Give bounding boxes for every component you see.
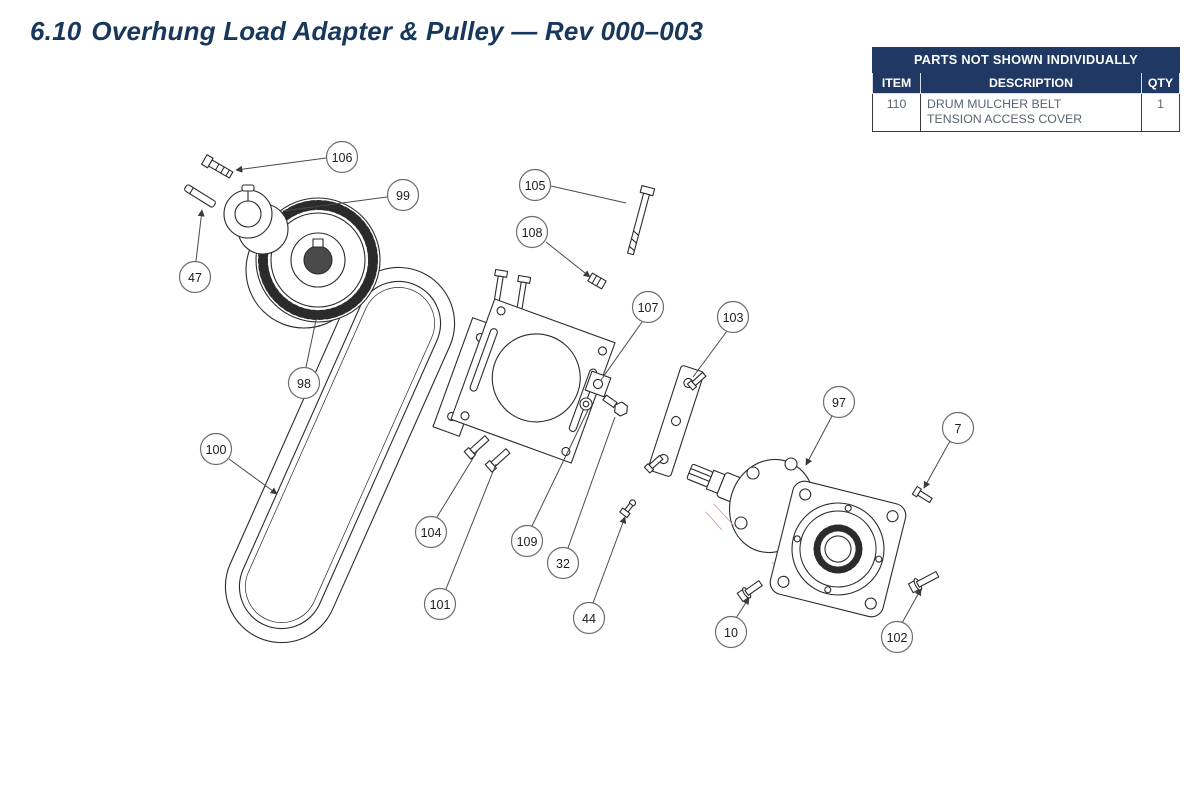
leader-32 — [567, 416, 616, 549]
bolt-105 — [627, 184, 656, 256]
page-title: 6.10 Overhung Load Adapter & Pulley — Rev… — [30, 16, 703, 47]
callout-106: 106 — [325, 140, 359, 174]
gearbox-97 — [686, 457, 907, 618]
washer-109 — [579, 397, 593, 411]
bolt-104 — [463, 435, 490, 460]
section-number: 6.10 — [30, 16, 82, 46]
svg-text:100: 100 — [206, 443, 227, 457]
leader-105 — [550, 185, 627, 204]
grease-fitting-44 — [619, 499, 637, 519]
callout-103: 103 — [716, 300, 750, 334]
svg-text:107: 107 — [638, 301, 659, 315]
bolt-32 — [602, 394, 628, 417]
leader-47 — [195, 209, 205, 262]
leader-106 — [235, 157, 327, 173]
svg-text:44: 44 — [582, 612, 596, 626]
leader-107 — [600, 321, 643, 381]
leader-44 — [592, 516, 627, 604]
table-row: 110 DRUM MULCHER BELT TENSION ACCESS COV… — [872, 93, 1180, 132]
svg-text:10: 10 — [724, 626, 738, 640]
callout-10: 10 — [714, 615, 748, 649]
leader-98 — [305, 319, 317, 368]
callout-104: 104 — [414, 515, 448, 549]
callout-32: 32 — [546, 546, 580, 580]
callout-97: 97 — [822, 385, 856, 419]
svg-text:104: 104 — [421, 526, 442, 540]
callout-109: 109 — [510, 524, 544, 558]
leader-99 — [282, 196, 388, 212]
svg-text:102: 102 — [887, 631, 908, 645]
callout-44: 44 — [572, 601, 606, 635]
description-text: DRUM MULCHER BELT TENSION ACCESS COVER — [927, 97, 1083, 127]
spacer-108 — [587, 272, 607, 290]
callout-100: 100 — [199, 432, 233, 466]
parts-not-shown-table: PARTS NOT SHOWN INDIVIDUALLY ITEM DESCRI… — [872, 47, 1180, 132]
nut-block-107 — [584, 370, 612, 398]
callout-101: 101 — [423, 587, 457, 621]
svg-text:109: 109 — [517, 535, 538, 549]
leader-100 — [228, 458, 278, 495]
leader-7 — [923, 440, 951, 489]
svg-text:106: 106 — [332, 151, 353, 165]
svg-text:7: 7 — [955, 422, 962, 436]
callout-7: 7 — [941, 411, 975, 445]
bar-bolt-bottom — [643, 454, 664, 474]
table-title: PARTS NOT SHOWN INDIVIDUALLY — [872, 47, 1180, 73]
drive-belt — [224, 266, 456, 644]
leader-10 — [735, 597, 750, 619]
bolt-106 — [200, 154, 234, 179]
svg-text:103: 103 — [723, 311, 744, 325]
callout-99: 99 — [386, 178, 420, 212]
leader-101 — [445, 463, 497, 590]
leader-104 — [436, 449, 479, 518]
callout-105: 105 — [518, 168, 552, 202]
column-header-qty: QTY — [1141, 72, 1180, 94]
bolt-101 — [484, 448, 511, 473]
callout-98: 98 — [287, 366, 321, 400]
screw-7 — [911, 485, 933, 504]
cell-item: 110 — [872, 93, 921, 132]
svg-text:32: 32 — [556, 557, 570, 571]
leader-108 — [545, 241, 591, 278]
leader-97 — [805, 415, 833, 466]
svg-text:108: 108 — [522, 226, 543, 240]
taper-bushing — [223, 184, 289, 255]
svg-text:101: 101 — [430, 598, 451, 612]
svg-text:105: 105 — [525, 179, 546, 193]
cell-qty: 1 — [1141, 93, 1180, 132]
svg-text:98: 98 — [297, 377, 311, 391]
bar-bolt-top — [686, 371, 707, 391]
callout-47: 47 — [178, 260, 212, 294]
leader-103 — [692, 330, 728, 378]
svg-text:47: 47 — [188, 271, 202, 285]
svg-text:97: 97 — [832, 396, 846, 410]
callout-102: 102 — [880, 620, 914, 654]
svg-text:99: 99 — [396, 189, 410, 203]
leader-102 — [901, 588, 922, 624]
column-header-description: DESCRIPTION — [920, 72, 1142, 94]
leader-109 — [531, 409, 589, 527]
bolt-10 — [736, 580, 763, 603]
tension-bar-103 — [647, 365, 705, 477]
callout-108: 108 — [515, 215, 549, 249]
cell-description: DRUM MULCHER BELT TENSION ACCESS COVER — [920, 93, 1142, 132]
key-pin — [184, 184, 216, 208]
callout-107: 107 — [631, 290, 665, 324]
bolt-102 — [907, 571, 940, 594]
output-flange — [769, 480, 907, 618]
column-header-item: ITEM — [872, 72, 921, 94]
section-title-text: Overhung Load Adapter & Pulley — Rev 000… — [91, 16, 704, 46]
